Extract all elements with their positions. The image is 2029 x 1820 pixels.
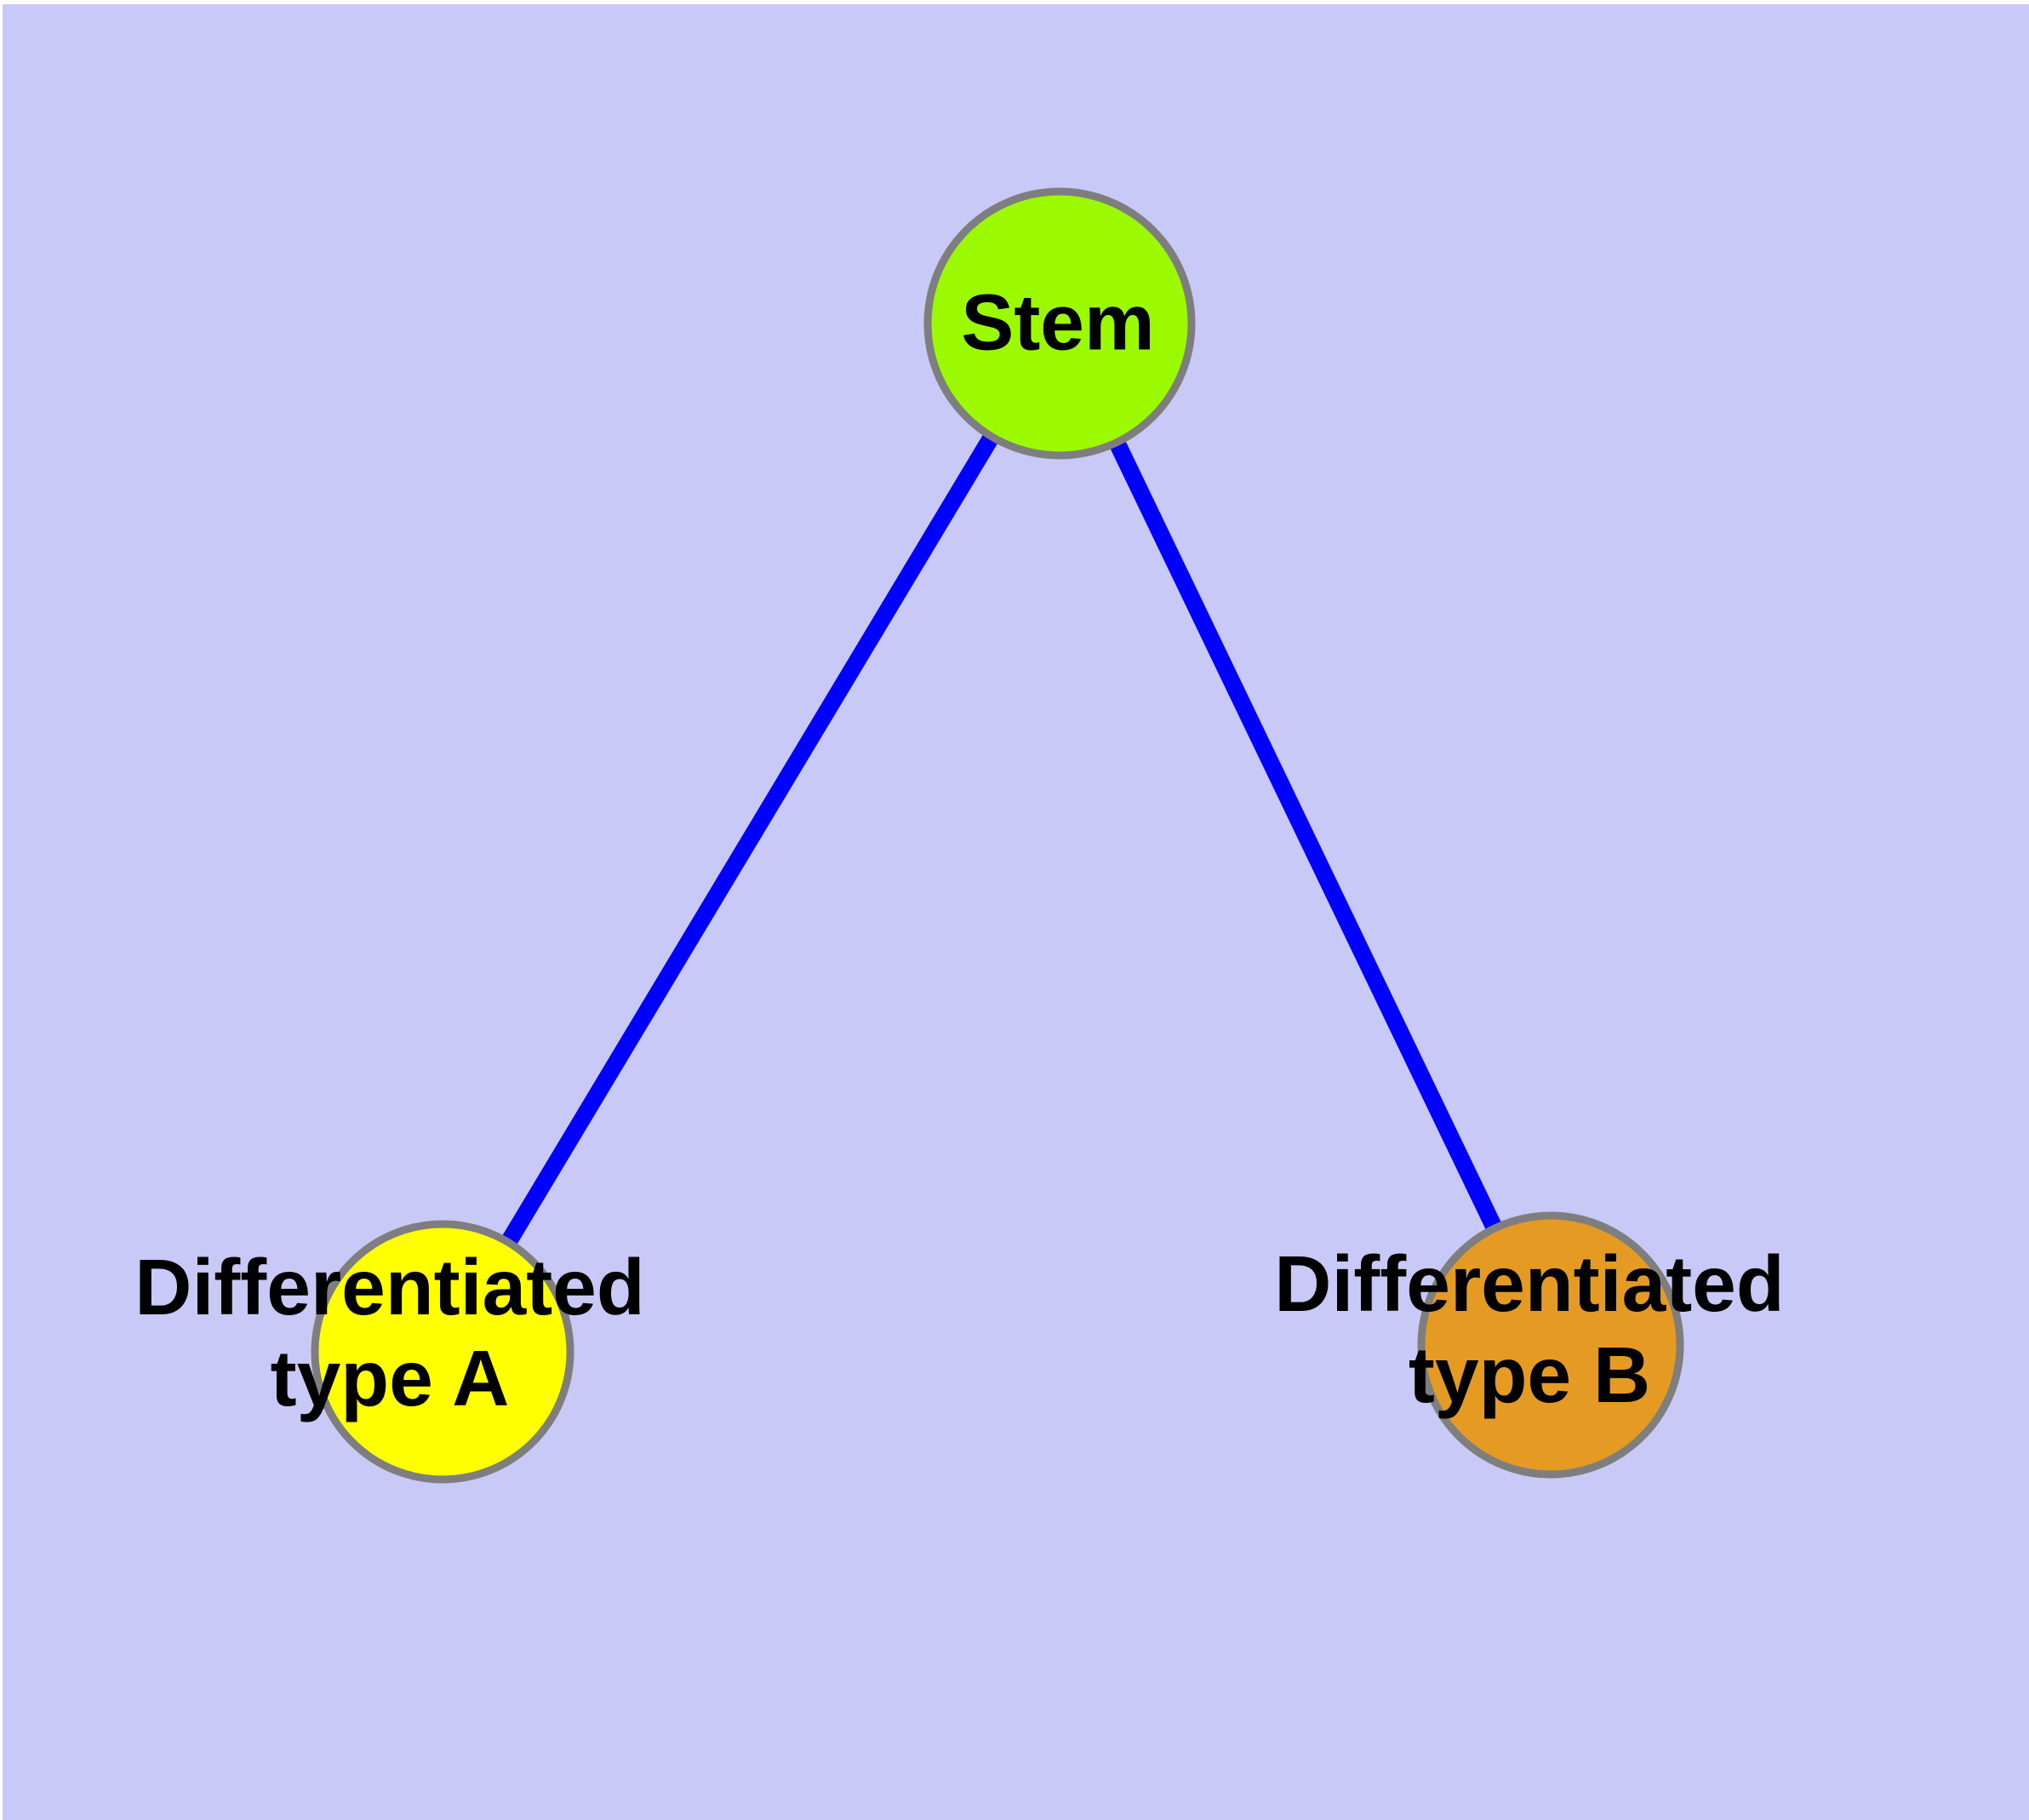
node-differentiated-type-b-label: Differentiated type B — [1274, 1239, 1785, 1419]
node-differentiated-type-b — [1417, 1211, 1684, 1479]
edge-stem-to-type-b — [1051, 319, 1559, 1349]
node-differentiated-type-a-label: Differentiated type A — [134, 1243, 645, 1422]
edge-stem-to-type-a — [435, 318, 1067, 1357]
node-stem — [923, 187, 1196, 460]
node-stem-label: Stem — [961, 278, 1155, 367]
node-differentiated-type-a — [311, 1220, 574, 1484]
